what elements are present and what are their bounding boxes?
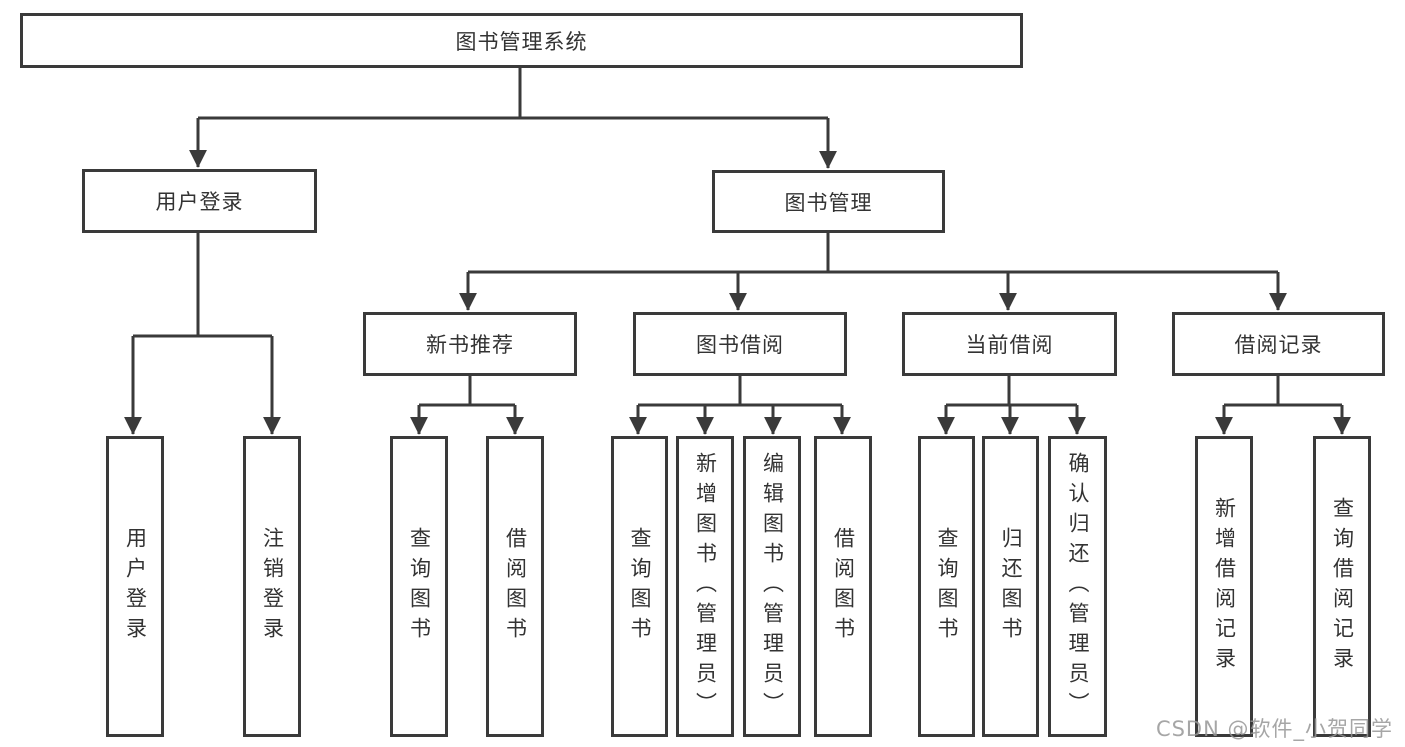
node-new-book-recommendation: 新书推荐 xyxy=(363,312,577,376)
leaf-query-books-current: 查询图书 xyxy=(918,436,975,737)
node-book-borrowing: 图书借阅 xyxy=(633,312,847,376)
leaf-borrow-books: 借阅图书 xyxy=(814,436,872,737)
leaf-logout: 注销登录 xyxy=(243,436,301,737)
leaf-add-borrow-record-label: 新增借阅记录 xyxy=(1212,496,1237,677)
leaf-query-books-borrowing-label: 查询图书 xyxy=(628,526,652,647)
leaf-borrow-books-recommend-label: 借阅图书 xyxy=(503,526,528,647)
node-borrowing-records: 借阅记录 xyxy=(1172,312,1385,376)
leaf-query-borrow-record: 查询借阅记录 xyxy=(1313,436,1371,737)
leaf-user-login-label: 用户登录 xyxy=(123,526,148,647)
leaf-return-books: 归还图书 xyxy=(982,436,1039,737)
leaf-query-borrow-record-label: 查询借阅记录 xyxy=(1330,496,1355,677)
leaf-query-books-borrowing: 查询图书 xyxy=(611,436,668,737)
leaf-query-books-recommend: 查询图书 xyxy=(390,436,448,737)
leaf-return-books-label: 归还图书 xyxy=(999,526,1023,647)
node-library-management-system: 图书管理系统 xyxy=(20,13,1023,68)
leaf-add-borrow-record: 新增借阅记录 xyxy=(1195,436,1253,737)
leaf-query-books-current-label: 查询图书 xyxy=(935,526,959,647)
leaf-edit-books-admin-label: 编辑图书（管理员） xyxy=(760,451,785,722)
leaf-user-login: 用户登录 xyxy=(106,436,164,737)
leaf-logout-label: 注销登录 xyxy=(260,526,285,647)
leaf-confirm-return-admin: 确认归还（管理员） xyxy=(1048,436,1107,737)
node-current-borrowing: 当前借阅 xyxy=(902,312,1117,376)
node-user-login: 用户登录 xyxy=(82,169,317,233)
leaf-edit-books-admin: 编辑图书（管理员） xyxy=(743,436,801,737)
leaf-add-books-admin-label: 新增图书（管理员） xyxy=(693,451,718,722)
leaf-query-books-recommend-label: 查询图书 xyxy=(407,526,432,647)
node-book-management: 图书管理 xyxy=(712,170,945,233)
leaf-borrow-books-recommend: 借阅图书 xyxy=(486,436,544,737)
leaf-borrow-books-label: 借阅图书 xyxy=(831,526,856,647)
leaf-confirm-return-admin-label: 确认归还（管理员） xyxy=(1066,451,1090,722)
leaf-add-books-admin: 新增图书（管理员） xyxy=(676,436,734,737)
